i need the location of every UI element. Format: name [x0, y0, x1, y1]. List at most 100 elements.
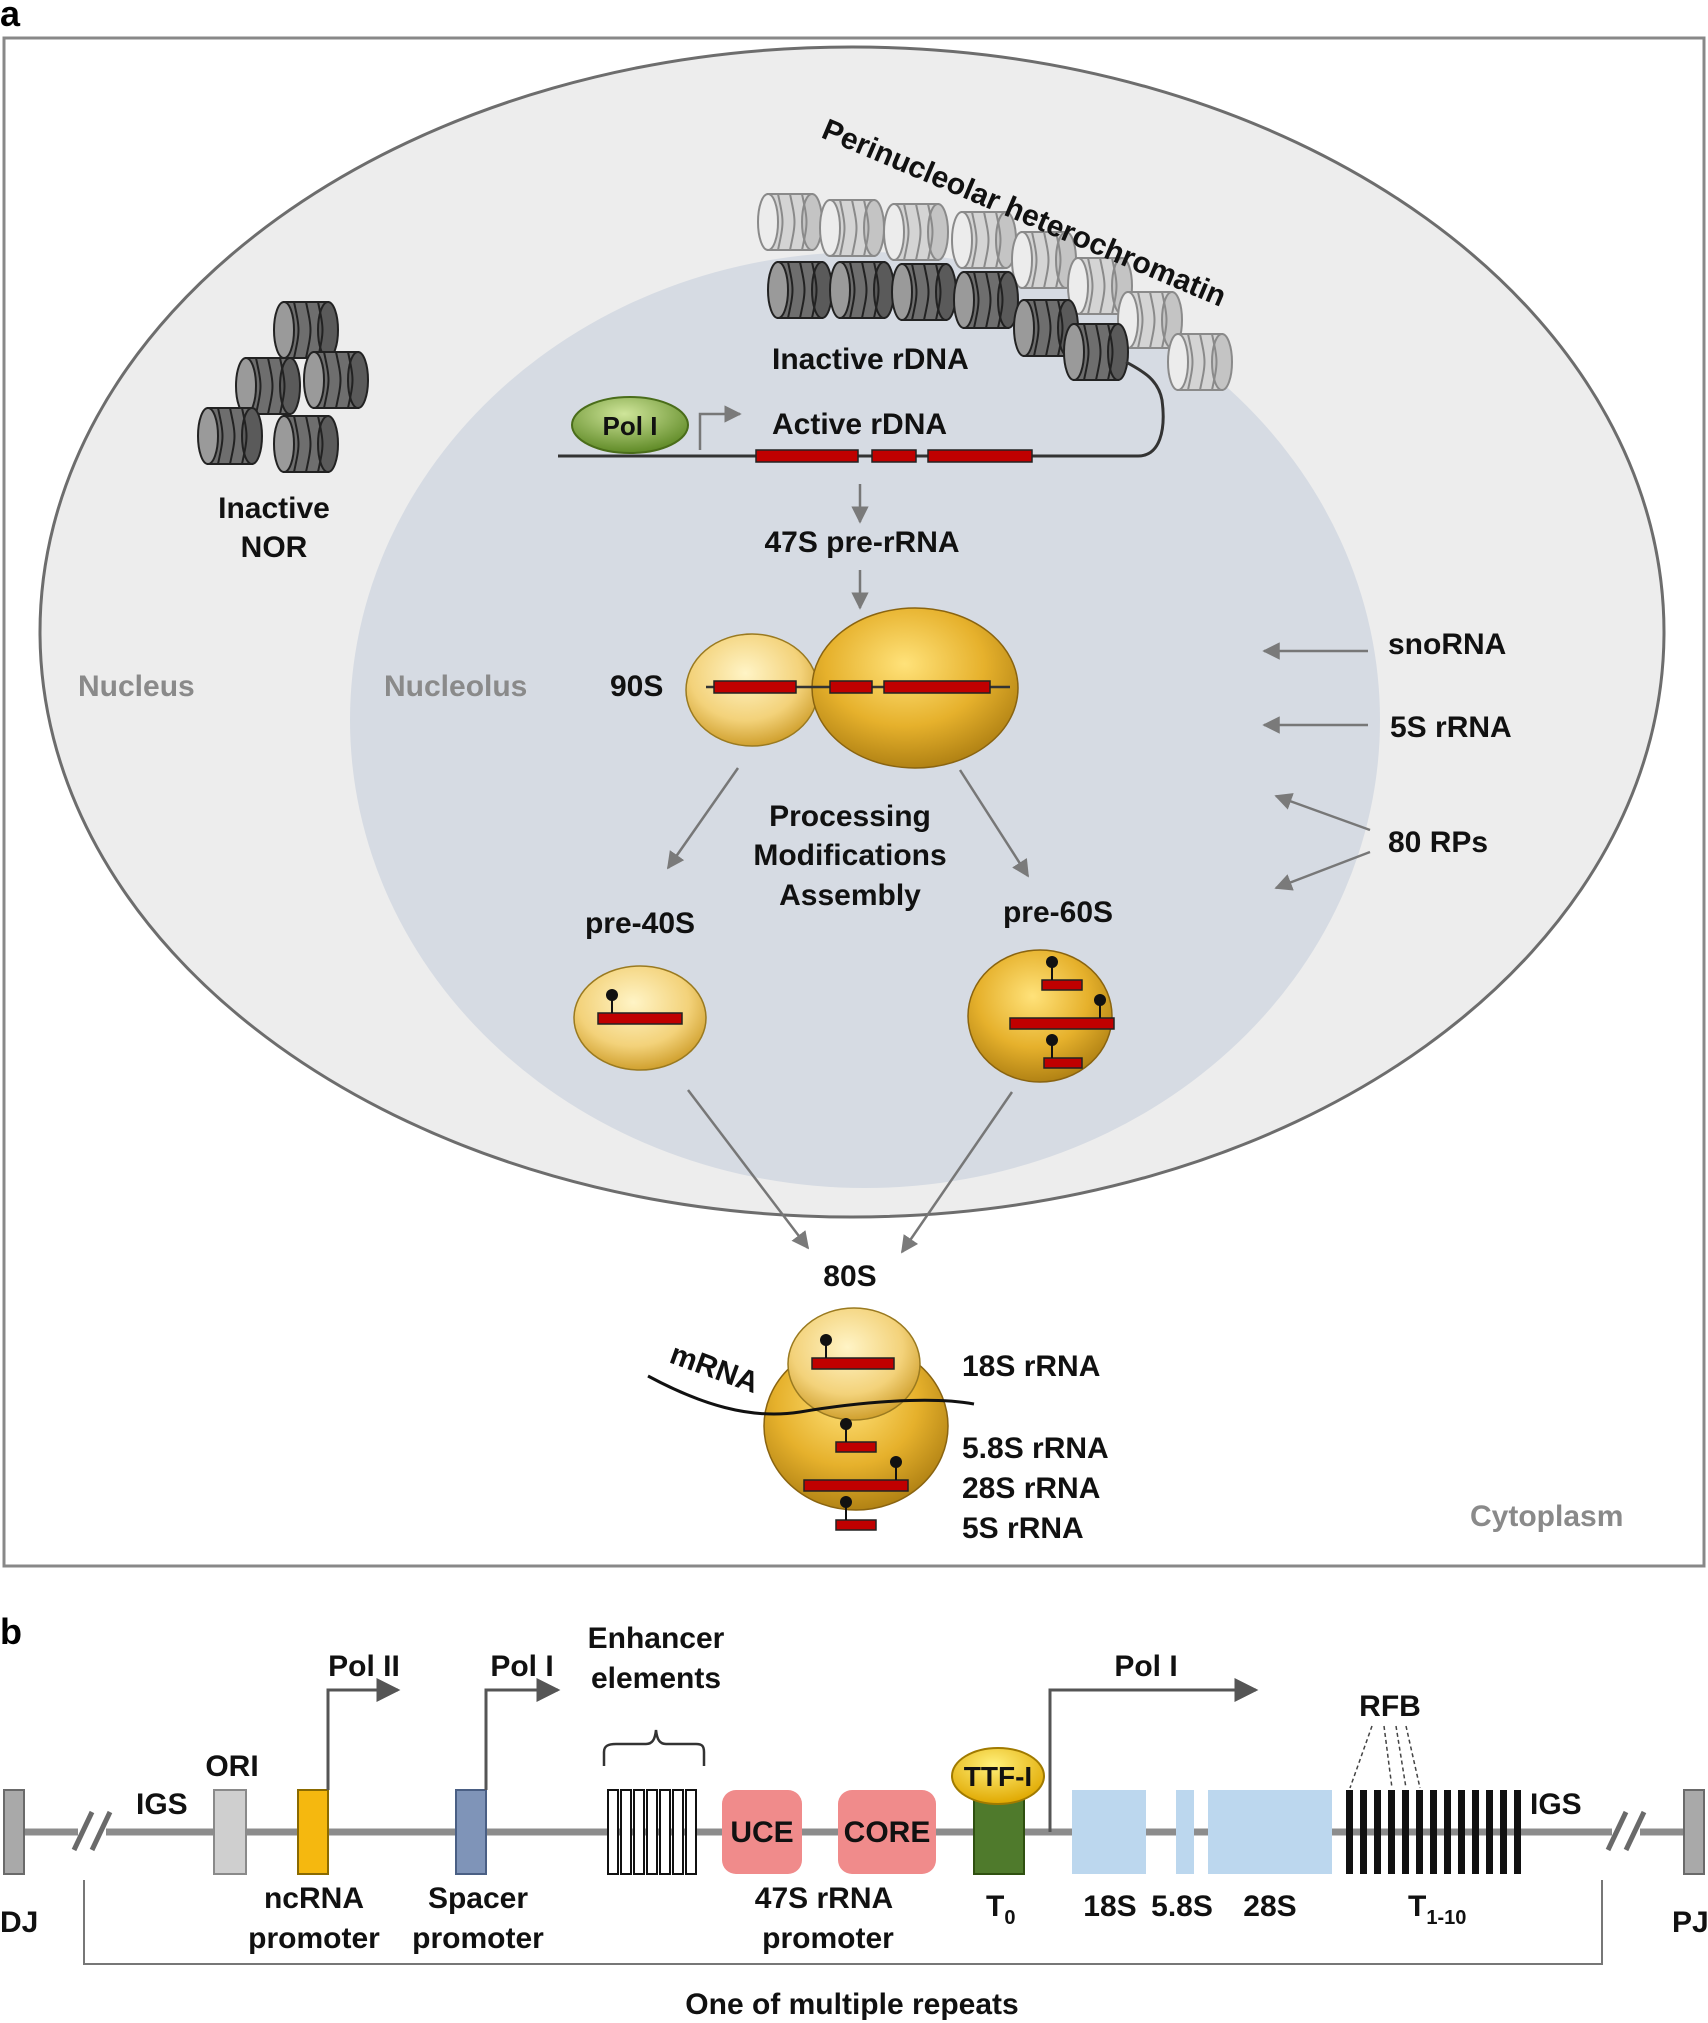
enhancer-bracket — [602, 1729, 706, 1766]
repeat-bracket — [83, 1880, 1603, 1965]
ori-label: ORI — [205, 1750, 258, 1783]
break-mark-left — [71, 1810, 113, 1852]
dj-label: DJ — [0, 1906, 38, 1939]
cytoplasm-label: Cytoplasm — [1470, 1500, 1623, 1533]
pre60s-rna-28s — [1009, 1017, 1115, 1030]
47s-promoter-label-1: 47S rRNA — [755, 1882, 893, 1915]
pol1-enzyme — [571, 396, 689, 454]
90s-rna-block-2 — [829, 680, 873, 694]
rdna-block-28s — [927, 449, 1033, 463]
pj-end-block — [1683, 1789, 1705, 1875]
inactive-nor-label-2: NOR — [241, 531, 308, 564]
modifications-label: Modifications — [753, 839, 946, 872]
pre60s-rna-58s — [1041, 979, 1083, 991]
arrow-to-pre40s — [666, 767, 740, 870]
5s-rrna-label: 5S rRNA — [1390, 711, 1512, 744]
ori-element — [213, 1789, 247, 1875]
90s-rna-block-1 — [713, 680, 797, 694]
90s-rna-block-3 — [883, 680, 991, 694]
t0-label-main: T — [986, 1890, 1004, 1923]
enhancer-elements — [607, 1789, 697, 1875]
arrow-rps-1 — [1274, 793, 1371, 832]
18s-label: 18S — [1083, 1890, 1136, 1923]
pre60s-rna-5s — [1043, 1057, 1083, 1069]
mrna-strand — [647, 1374, 975, 1416]
assembly-label: Assembly — [779, 879, 921, 912]
processing-label: Processing — [769, 800, 931, 833]
nucleolus-label: Nucleolus — [384, 670, 527, 703]
t0-label: T0 — [986, 1890, 1015, 1929]
pol1-spacer-label: Pol I — [490, 1650, 553, 1683]
80-rps-label: 80 RPs — [1388, 826, 1488, 859]
5s-rrna-label-b: 5S rRNA — [962, 1512, 1084, 1545]
igs-left-label: IGS — [136, 1788, 188, 1821]
core-element — [838, 1790, 936, 1874]
t1-10-label-sub: 1-10 — [1426, 1907, 1466, 1929]
80s-rna-18s — [811, 1357, 895, 1370]
snorna-label: snoRNA — [1388, 628, 1506, 661]
active-rdna-strand — [558, 360, 1165, 458]
panel-a-letter: a — [0, 0, 21, 34]
enhancer-label-2: elements — [591, 1662, 721, 1695]
gene-28s — [1208, 1790, 1332, 1874]
80s-rna-58s — [835, 1441, 877, 1453]
58s-label: 5.8S — [1151, 1890, 1213, 1923]
pre40s-label: pre-40S — [585, 907, 695, 940]
arrow-to-pre60s — [958, 769, 1030, 878]
dj-end-block — [3, 1789, 25, 1875]
rdna-block-18s — [755, 449, 859, 463]
t1-10-label-main: T — [1408, 1890, 1426, 1923]
nucleus-label: Nucleus — [78, 670, 195, 703]
47s-promoter-label-2: promoter — [762, 1922, 894, 1955]
uce-label: UCE — [730, 1816, 793, 1849]
rfb-label: RFB — [1359, 1690, 1421, 1723]
58s-rrna-label: 5.8S rRNA — [962, 1432, 1109, 1465]
break-mark-right — [1605, 1810, 1647, 1852]
spacer-promoter — [455, 1789, 487, 1875]
ncrna-label-1: ncRNA — [264, 1882, 364, 1915]
inactive-rdna-label: Inactive rDNA — [772, 343, 969, 376]
pre60s-label: pre-60S — [1003, 896, 1113, 929]
panel-b-letter: b — [0, 1611, 22, 1652]
pol1-main-tss-arrow — [1048, 1678, 1259, 1832]
rfb-dashed-pointers — [1349, 1725, 1421, 1789]
arrow-60s-to-80s — [900, 1091, 1014, 1254]
t1-10-terminators — [1346, 1790, 1521, 1874]
rdna-block-58s — [871, 449, 917, 463]
ttf1-label: TTF-I — [964, 1761, 1032, 1792]
ttf1-factor — [951, 1747, 1045, 1805]
t0-terminator — [973, 1795, 1025, 1875]
pol1-label: Pol I — [603, 411, 658, 441]
t0-label-sub: 0 — [1004, 1907, 1015, 1929]
arrow-rps-2 — [1274, 850, 1371, 891]
28s-rrna-label: 28S rRNA — [962, 1472, 1100, 1505]
pol1-spacer-tss-arrow — [484, 1678, 561, 1790]
pol1-main-label: Pol I — [1114, 1650, 1177, 1683]
arrow-40s-to-80s — [687, 1089, 810, 1250]
80s-rna-5s — [835, 1519, 877, 1531]
active-rdna-label: Active rDNA — [772, 408, 947, 441]
repeat-label: One of multiple repeats — [685, 1988, 1018, 2021]
spacer-label-2: promoter — [412, 1922, 544, 1955]
pol1-tss-arrow — [698, 405, 742, 450]
28s-label: 28S — [1243, 1890, 1296, 1923]
pj-label: PJ — [1672, 1906, 1708, 1939]
pre60s-particle — [967, 949, 1113, 1083]
ncrna-promoter — [297, 1789, 329, 1875]
18s-rrna-label: 18S rRNA — [962, 1350, 1100, 1383]
80s-rna-28s — [803, 1479, 909, 1492]
gene-58s — [1176, 1790, 1194, 1874]
spacer-label-1: Spacer — [428, 1882, 528, 1915]
uce-element — [722, 1790, 802, 1874]
igs-right-label: IGS — [1530, 1788, 1582, 1821]
pol2-label: Pol II — [328, 1650, 400, 1683]
pre-rrna-47s-label: 47S pre-rRNA — [764, 526, 959, 559]
90s-label: 90S — [610, 670, 663, 703]
inactive-nor-label-1: Inactive — [218, 492, 330, 525]
t1-10-label: T1-10 — [1408, 1890, 1466, 1929]
enhancer-label-1: Enhancer — [588, 1622, 725, 1655]
core-label: CORE — [844, 1816, 931, 1849]
gene-18s — [1072, 1790, 1146, 1874]
pol2-tss-arrow — [326, 1678, 401, 1790]
